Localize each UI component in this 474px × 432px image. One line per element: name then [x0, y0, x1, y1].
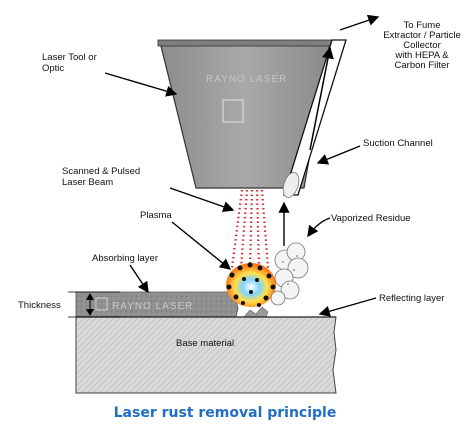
watermark-logo — [222, 99, 244, 123]
svg-text:Optic: Optic — [42, 63, 64, 74]
beam-arrow — [169, 187, 235, 213]
reflecting-layer-label: Reflecting layer — [379, 293, 444, 304]
watermark-logo-small — [95, 297, 108, 311]
laser-tool-arrow — [104, 72, 178, 97]
svg-text:Collector: Collector — [403, 40, 441, 51]
absorbing-layer: RAYNO LASER — [75, 291, 269, 318]
svg-text:Carbon Filter: Carbon Filter — [395, 60, 450, 71]
fume-extractor-label: To Fume Extractor / Particle Collector w… — [383, 20, 461, 71]
laser-tool-label: Laser Tool or Optic — [42, 52, 97, 74]
svg-text:Laser Beam: Laser Beam — [62, 177, 113, 188]
fume-arrow — [339, 14, 380, 31]
absorbing-layer-label: Absorbing layer — [92, 253, 158, 264]
vaporized-residue-label: Vaporized Residue — [331, 213, 411, 224]
svg-text:with HEPA &: with HEPA & — [394, 50, 449, 61]
reflecting-arrow — [318, 297, 377, 317]
suction-channel-label: Suction Channel — [363, 138, 433, 149]
thickness-label: Thickness — [18, 300, 61, 311]
vaporized-arrow — [307, 217, 331, 238]
beam-label: Scanned & Pulsed Laser Beam — [62, 166, 140, 188]
caption: Laser rust removal principle — [114, 405, 337, 421]
laser-optic: RAYNO LASER — [157, 39, 333, 189]
exhaust-arrow — [309, 46, 334, 151]
suction-arrow — [316, 145, 361, 165]
vaporized-residue — [270, 242, 309, 306]
base-material-label: Base material — [176, 338, 234, 349]
laser-beam — [230, 189, 270, 269]
plasma — [226, 262, 276, 307]
svg-text:Laser Tool or: Laser Tool or — [42, 52, 97, 63]
thickness-marker: Thickness — [18, 291, 120, 318]
svg-text:Extractor / Particle: Extractor / Particle — [383, 30, 461, 41]
svg-text:Scanned & Pulsed: Scanned & Pulsed — [62, 166, 140, 177]
suction-channel — [282, 39, 347, 198]
watermark-optic: RAYNO LASER — [206, 74, 287, 85]
absorbing-arrow — [129, 264, 149, 294]
svg-text:To Fume: To Fume — [404, 20, 441, 31]
plasma-arrow — [171, 221, 232, 270]
base-material: Base material — [75, 316, 337, 394]
plasma-label: Plasma — [140, 210, 172, 221]
watermark-layer: RAYNO LASER — [112, 301, 193, 312]
